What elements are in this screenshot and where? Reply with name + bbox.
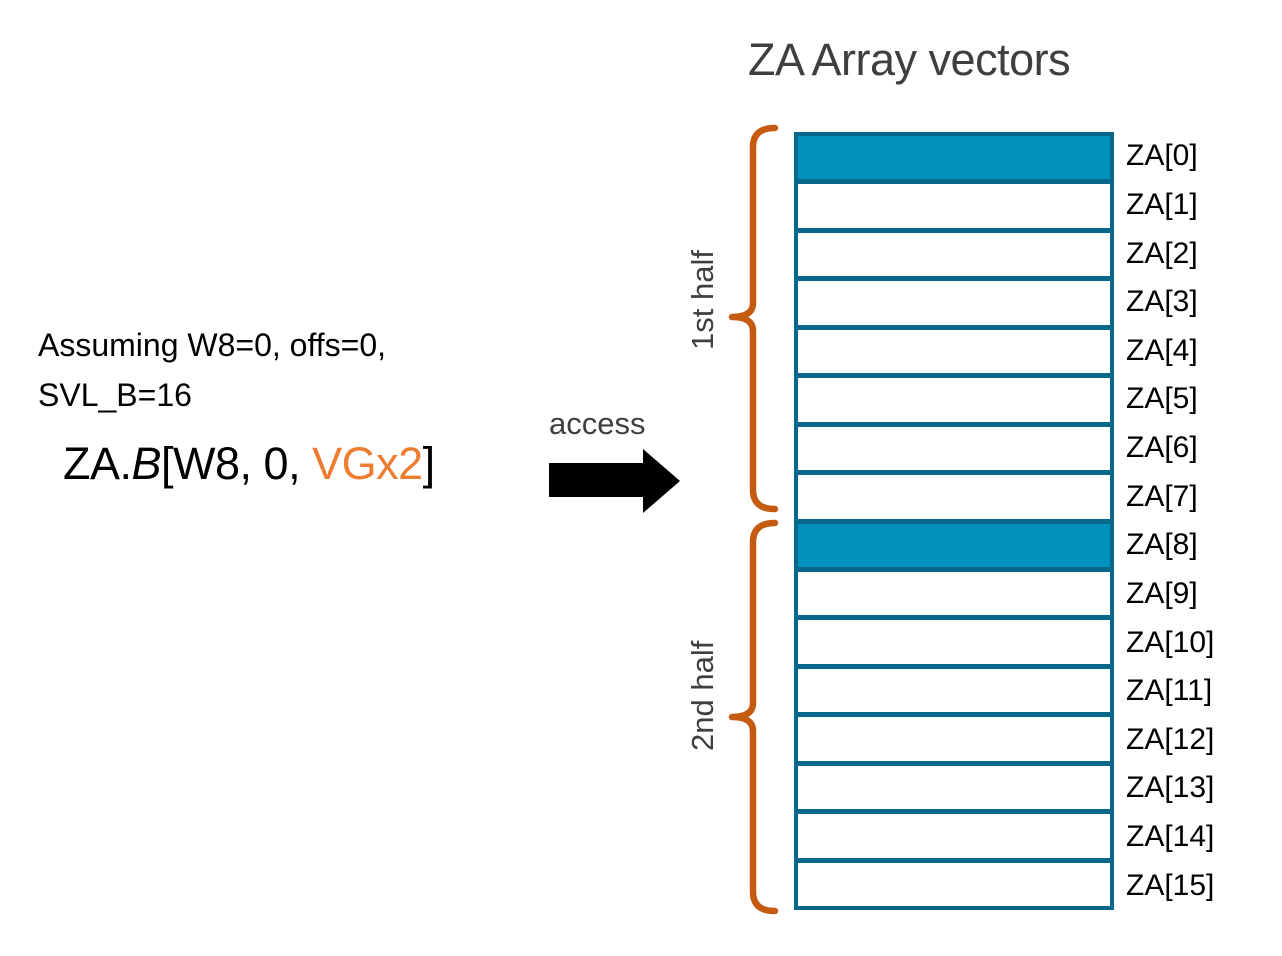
row-label: ZA[15]: [1126, 868, 1215, 902]
array-row: [798, 668, 1110, 718]
array-row: [798, 136, 1110, 185]
row-label: ZA[13]: [1126, 771, 1215, 805]
array-row: [798, 232, 1110, 282]
array-row: [798, 281, 1110, 330]
second-half-label: 2nd half: [685, 640, 720, 751]
row-label: ZA[9]: [1126, 576, 1198, 610]
formula-element-size: B: [131, 438, 162, 489]
array-row: [798, 765, 1110, 815]
array-row: [798, 717, 1110, 766]
row-label: ZA[3]: [1126, 285, 1198, 319]
za-row-labels: ZA[0] ZA[1] ZA[2] ZA[3] ZA[4] ZA[5] ZA[6] ZA[7]…: [1120, 132, 1270, 910]
assumptions-note-line2: SVL_B=16: [38, 377, 192, 413]
row-label: ZA[10]: [1126, 625, 1215, 659]
page-title: ZA Array vectors: [748, 34, 1071, 85]
second-half-brace-icon: [728, 519, 779, 915]
access-arrow-icon: [549, 449, 680, 513]
array-row: [798, 184, 1110, 233]
row-label: ZA[8]: [1126, 528, 1198, 562]
row-label: ZA[2]: [1126, 236, 1198, 270]
row-label: ZA[7]: [1126, 479, 1198, 513]
row-label: ZA[5]: [1126, 382, 1198, 416]
first-half-brace-icon: [728, 124, 779, 513]
row-label: ZA[6]: [1126, 431, 1198, 465]
array-row: [798, 475, 1110, 524]
formula-prefix: ZA.: [63, 438, 132, 489]
formula-middle: [W8, 0,: [161, 438, 313, 489]
array-row: [798, 620, 1110, 669]
array-row: [798, 523, 1110, 572]
row-label: ZA[0]: [1126, 139, 1198, 173]
array-row: [798, 426, 1110, 476]
za-array: [794, 132, 1114, 910]
row-label: ZA[4]: [1126, 333, 1198, 367]
row-label: ZA[12]: [1126, 722, 1215, 756]
formula-suffix: ]: [422, 438, 436, 489]
row-label: ZA[14]: [1126, 820, 1215, 854]
array-row: [798, 329, 1110, 379]
access-label: access: [549, 406, 646, 441]
array-row: [798, 571, 1110, 621]
array-row: [798, 378, 1110, 427]
array-row: [798, 814, 1110, 863]
formula-vector-group: VGx2: [312, 438, 423, 489]
assumptions-note: Assuming W8=0, offs=0, SVL_B=16: [38, 320, 386, 420]
assumptions-note-line1: Assuming W8=0, offs=0,: [38, 327, 387, 363]
first-half-label: 1st half: [685, 250, 720, 350]
za-access-formula: ZA.B[W8, 0, VGx2]: [63, 438, 435, 490]
array-row: [798, 862, 1110, 906]
row-label: ZA[11]: [1126, 674, 1213, 708]
row-label: ZA[1]: [1126, 187, 1198, 221]
